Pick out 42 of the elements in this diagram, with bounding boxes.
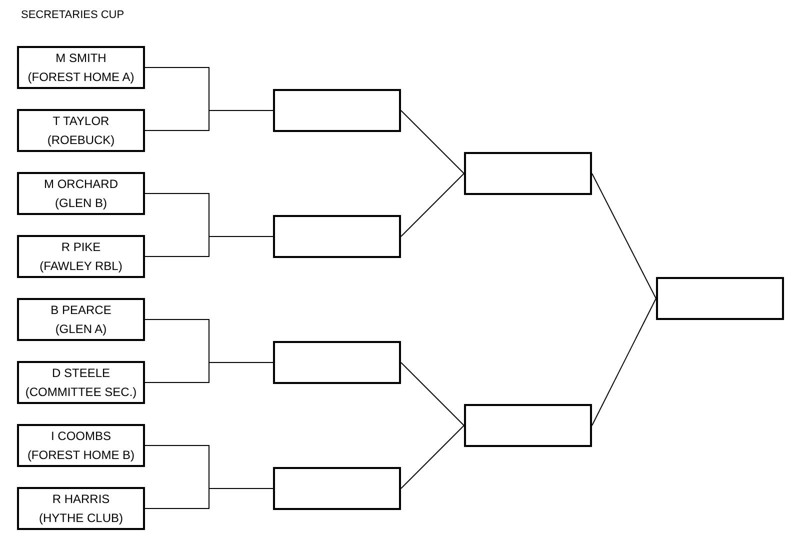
bracket-line xyxy=(400,425,464,489)
player-name: R PIKE xyxy=(61,238,101,256)
bracket-line xyxy=(592,298,656,426)
bracket-line xyxy=(400,362,464,426)
bracket-line xyxy=(144,488,274,509)
player-name: D STEELE xyxy=(52,364,110,382)
player-box xyxy=(17,361,145,404)
player-name: M SMITH xyxy=(56,50,106,66)
club-name: (FOREST HOME A) xyxy=(28,68,134,86)
empty-match-box xyxy=(273,215,401,258)
club-name: (FOREST HOME B) xyxy=(27,446,135,464)
player-box xyxy=(17,109,145,152)
bracket-line xyxy=(144,110,274,131)
player-name: T TAYLOR xyxy=(52,112,110,130)
empty-match-box xyxy=(656,277,784,320)
bracket-line xyxy=(144,362,274,383)
bracket-line xyxy=(400,110,464,174)
club-name: (GLEN A) xyxy=(55,320,107,338)
club-name: (COMMITTEE SEC.) xyxy=(25,384,137,400)
empty-match-box xyxy=(464,152,592,195)
player-box xyxy=(17,172,145,215)
club-name: (FAWLEY RBL) xyxy=(40,258,122,274)
player-box xyxy=(17,235,145,278)
player-name: R HARRIS xyxy=(52,490,110,508)
empty-match-box xyxy=(273,341,401,384)
player-name: B PEARCE xyxy=(50,302,112,318)
club-name: (GLEN B) xyxy=(54,194,107,212)
bracket-line xyxy=(400,173,464,237)
player-box xyxy=(17,487,145,530)
empty-match-box xyxy=(273,467,401,510)
player-box xyxy=(17,424,145,467)
club-name: (ROEBUCK) xyxy=(47,132,115,148)
player-box xyxy=(17,298,145,341)
empty-match-box xyxy=(273,89,401,132)
empty-match-box xyxy=(464,404,592,447)
player-box xyxy=(17,46,145,89)
bracket-line xyxy=(144,236,274,257)
player-name: I COOMBS xyxy=(50,428,111,444)
bracket-line xyxy=(592,173,656,299)
diagram-title: SECRETARIES CUP xyxy=(21,8,124,22)
club-name: (HYTHE CLUB) xyxy=(38,510,123,526)
player-name: M ORCHARD xyxy=(44,176,118,192)
